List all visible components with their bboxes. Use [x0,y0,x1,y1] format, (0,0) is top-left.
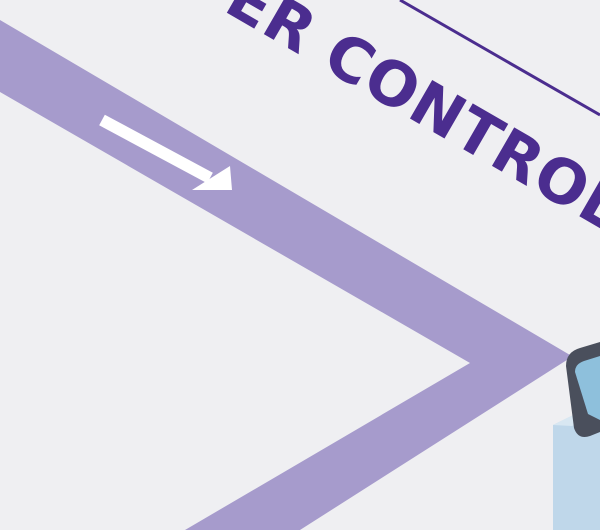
scene: ER CONTROL [0,0,600,530]
illustration: ER CONTROL [0,0,600,530]
